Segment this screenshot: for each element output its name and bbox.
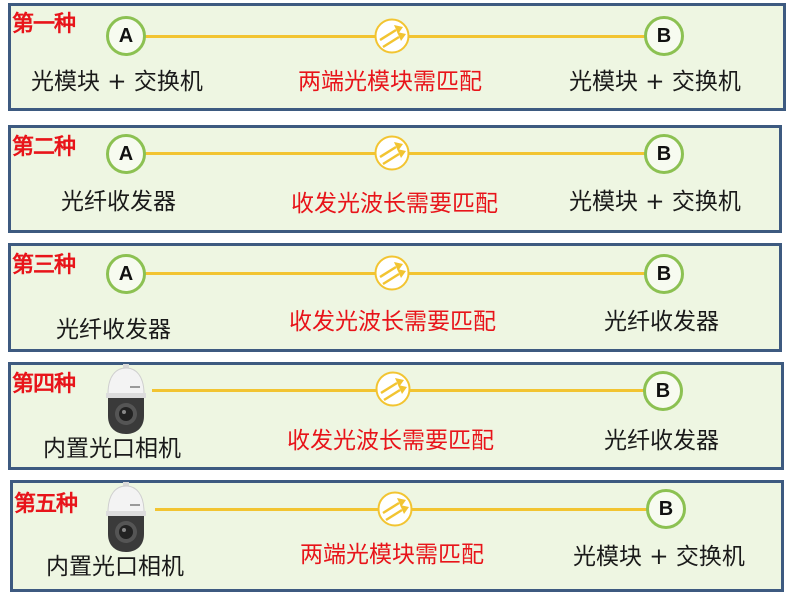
endpoint-a-node: A — [106, 16, 146, 56]
fiber-link-arrows-icon — [374, 18, 410, 54]
scenario-label: 第五种 — [14, 492, 78, 517]
matching-requirement-note: 收发光波长需要匹配 — [289, 309, 496, 335]
endpoint-a-device: 内置光口相机 — [46, 554, 184, 580]
scenario-label: 第三种 — [12, 253, 76, 278]
fiber-link-arrows-icon — [374, 255, 410, 291]
endpoint-a-device: 内置光口相机 — [43, 436, 181, 462]
fiber-link-arrows-icon — [374, 135, 410, 171]
endpoint-b-node: B — [643, 371, 683, 411]
endpoint-b-node: B — [644, 134, 684, 174]
fiber-link-arrows-icon — [377, 491, 413, 527]
endpoint-a-device: 光纤收发器 — [56, 317, 171, 343]
matching-requirement-note: 两端光模块需匹配 — [298, 69, 482, 95]
endpoint-a-node: A — [106, 134, 146, 174]
endpoint-b-node: B — [644, 254, 684, 294]
scenario-panel-3: 第三种 A B 光纤收发器 收发光波长需要匹配 光纤收发器 — [8, 243, 782, 352]
scenario-panel-1: 第一种 A B 光模块 + 交换机 两端光模块需匹配 光模块 + 交换机 — [8, 3, 786, 111]
endpoint-b-device: 光模块 + 交换机 — [573, 544, 745, 570]
scenario-panel-5: 第五种 B 内置光口相机 两端光模块需匹配 光模块 + 交换机 — [10, 480, 784, 592]
scenario-label: 第四种 — [12, 372, 76, 397]
endpoint-a-node: A — [106, 254, 146, 294]
endpoint-b-device: 光模块 + 交换机 — [569, 189, 741, 215]
fiber-link-arrows-icon — [375, 371, 411, 407]
endpoint-a-device: 光纤收发器 — [61, 189, 176, 215]
endpoint-a-device: 光模块 + 交换机 — [31, 69, 203, 95]
matching-requirement-note: 两端光模块需匹配 — [300, 542, 484, 568]
matching-requirement-note: 收发光波长需要匹配 — [287, 428, 494, 454]
endpoint-b-device: 光纤收发器 — [604, 309, 719, 335]
scenario-label: 第一种 — [12, 12, 76, 37]
endpoint-b-node: B — [644, 16, 684, 56]
endpoint-b-device: 光模块 + 交换机 — [569, 69, 741, 95]
scenario-panel-4: 第四种 B 内置光口相机 收发光波长需要匹配 光纤收发器 — [8, 362, 784, 470]
scenario-label: 第二种 — [12, 135, 76, 160]
ptz-dome-camera-icon — [102, 364, 150, 436]
matching-requirement-note: 收发光波长需要匹配 — [291, 191, 498, 217]
endpoint-b-node: B — [646, 489, 686, 529]
ptz-dome-camera-icon — [102, 482, 150, 554]
scenario-panel-2: 第二种 A B 光纤收发器 收发光波长需要匹配 光模块 + 交换机 — [8, 125, 782, 233]
endpoint-b-device: 光纤收发器 — [604, 428, 719, 454]
